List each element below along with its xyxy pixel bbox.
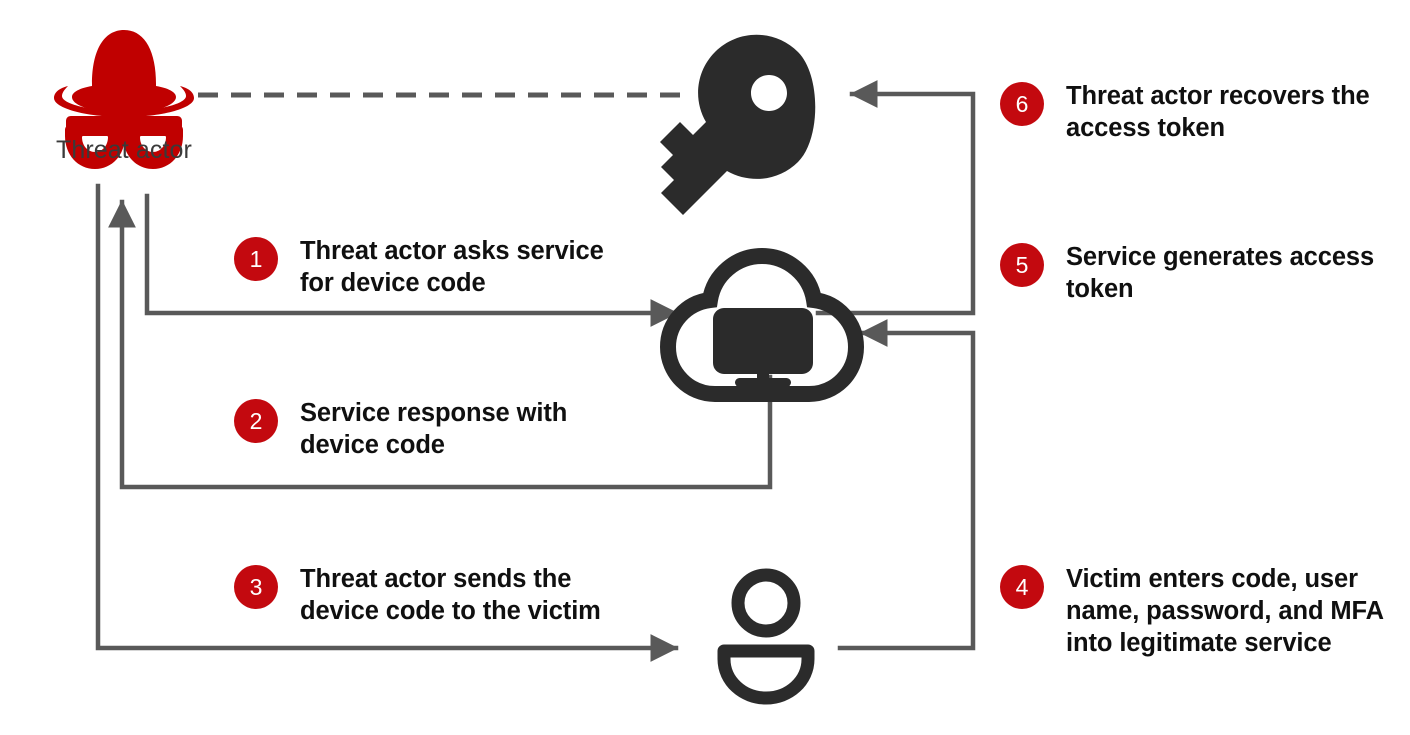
step-4-line-1: Victim enters code, user (1066, 565, 1358, 593)
step-4-line-3: into legitimate service (1066, 629, 1332, 658)
step-3-text: Threat actor sends the device code to th… (300, 563, 660, 627)
step-3-badge: 3 (234, 565, 278, 609)
step-4-badge: 4 (1000, 565, 1044, 609)
key-icon (660, 34, 816, 215)
step-1-line-1: Threat actor asks service (300, 237, 604, 265)
step-5-line-1: Service generates access (1066, 243, 1375, 271)
connector-service-to-key (815, 80, 976, 316)
step-5-text: Service generates access token (1066, 241, 1410, 305)
step-2: 2 Service response with device code (234, 397, 660, 461)
step-6-line-2: access token (1066, 114, 1225, 143)
step-2-text: Service response with device code (300, 397, 660, 461)
connector-actor-to-victim (95, 183, 679, 662)
step-4-line-2: name, password, and MFA (1066, 597, 1384, 626)
step-1-badge: 1 (234, 237, 278, 281)
threat-actor-label: Threat actor (56, 136, 192, 164)
step-2-line-2: device code (300, 431, 445, 460)
connector-service-to-actor (108, 199, 773, 490)
step-1-text: Threat actor asks service for device cod… (300, 235, 660, 299)
step-4-text: Victim enters code, user name, password,… (1066, 563, 1410, 659)
step-5: 5 Service generates access token (1000, 241, 1410, 305)
step-3-line-2: device code to the victim (300, 597, 601, 626)
connector-actor-to-service (144, 193, 679, 327)
step-5-line-2: token (1066, 275, 1134, 304)
person-icon (717, 568, 815, 705)
step-2-badge: 2 (234, 399, 278, 443)
step-5-badge: 5 (1000, 243, 1044, 287)
step-2-line-1: Service response with (300, 399, 568, 427)
step-6-text: Threat actor recovers the access token (1066, 80, 1410, 144)
step-1-line-2: for device code (300, 269, 486, 298)
step-3-line-1: Threat actor sends the (300, 565, 572, 593)
spy-hat-glasses-icon (54, 30, 194, 169)
connector-victim-to-service (837, 319, 976, 651)
step-1: 1 Threat actor asks service for device c… (234, 235, 660, 299)
step-3: 3 Threat actor sends the device code to … (234, 563, 660, 627)
step-6: 6 Threat actor recovers the access token (1000, 80, 1410, 144)
step-6-badge: 6 (1000, 82, 1044, 126)
step-6-line-1: Threat actor recovers the (1066, 82, 1370, 110)
cloud-service-icon (659, 247, 865, 402)
step-4: 4 Victim enters code, user name, passwor… (1000, 563, 1410, 659)
